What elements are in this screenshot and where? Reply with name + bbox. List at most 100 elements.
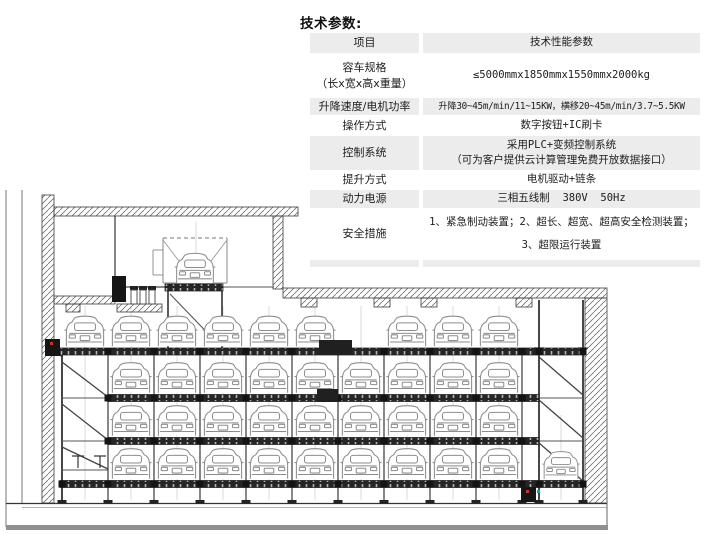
table-text: 升降30~45m/min/11~15KW，横移20~45m/min/3.7~5.… bbox=[438, 100, 685, 112]
table-label-cell: 控制系统 bbox=[310, 136, 419, 170]
equipment-block bbox=[112, 276, 126, 302]
track-joint bbox=[380, 348, 388, 355]
table-row: 操作方式 数字按钮+IC刷卡 bbox=[310, 117, 704, 134]
table-row: 升降速度/电机功率 升降30~45m/min/11~15KW，横移20~45m/m… bbox=[310, 98, 704, 115]
concrete-wall bbox=[373, 297, 391, 308]
parked-car bbox=[156, 362, 198, 394]
track-joint bbox=[426, 348, 434, 355]
track-joint bbox=[518, 348, 526, 355]
column-base-plate bbox=[287, 500, 297, 504]
parked-car bbox=[340, 448, 382, 480]
table-value-cell: ≤5000mmx1850mmx1550mmx2000kg bbox=[423, 55, 700, 96]
lift-cylinder bbox=[139, 289, 147, 305]
equipment-block bbox=[537, 490, 540, 493]
table-value-cell bbox=[423, 260, 700, 267]
equipment-layer bbox=[6, 276, 608, 530]
spec-table: 项目技术性能参数容车规格（长x宽x高x重量）≤5000mmx1850mmx155… bbox=[310, 33, 704, 269]
track-joint bbox=[518, 437, 526, 445]
parked-car bbox=[340, 362, 382, 394]
parked-car bbox=[478, 405, 520, 437]
table-value-cell: 1、紧急制动装置；2、超长、超宽、超高安全检测装置；3、超限运行装置 bbox=[423, 210, 700, 258]
track-joint bbox=[150, 437, 158, 445]
parked-car bbox=[156, 315, 198, 347]
track-joint bbox=[579, 348, 587, 355]
equipment-block bbox=[319, 340, 352, 355]
table-row: 安全措施 1、紧急制动装置；2、超长、超宽、超高安全检测装置；3、超限运行装置 bbox=[310, 210, 704, 258]
track-joint bbox=[426, 480, 434, 488]
table-value-cell: 数字按钮+IC刷卡 bbox=[423, 117, 700, 134]
table-text: 项目 bbox=[353, 36, 376, 50]
track-joint bbox=[380, 480, 388, 488]
track-joint bbox=[334, 480, 342, 488]
parked-car bbox=[110, 315, 152, 347]
track-joint bbox=[472, 348, 480, 355]
table-text: ≤5000mmx1850mmx1550mmx2000kg bbox=[472, 68, 650, 81]
track-joint bbox=[579, 480, 587, 488]
table-text: 采用PLC+变频控制系统 bbox=[506, 138, 617, 151]
track-joint bbox=[380, 437, 388, 445]
column-base-plate bbox=[578, 500, 588, 504]
track-joint bbox=[426, 394, 434, 402]
table-row: 项目 技术性能参数 bbox=[310, 33, 704, 53]
column-base-plate bbox=[333, 500, 343, 504]
track-joint bbox=[196, 437, 204, 445]
parked-car bbox=[432, 315, 474, 347]
table-row: 动力电源三相五线制 380V 50Hz bbox=[310, 190, 704, 208]
table-label-cell: 安全措施 bbox=[310, 210, 419, 258]
track-joint bbox=[58, 480, 66, 488]
concrete-wall bbox=[53, 295, 116, 305]
table-label-cell: 操作方式 bbox=[310, 117, 419, 134]
table-label-cell: 提升方式 bbox=[310, 172, 419, 188]
track-joint bbox=[288, 394, 296, 402]
structure-line bbox=[61, 403, 109, 441]
table-value-cell: 三相五线制 380V 50Hz bbox=[423, 190, 700, 208]
parked-car bbox=[248, 362, 290, 394]
equipment-block bbox=[6, 525, 608, 530]
column-base-plate bbox=[103, 500, 113, 504]
table-value-cell: 电机驱动+链条 bbox=[423, 172, 700, 188]
parked-car bbox=[156, 448, 198, 480]
table-row: 控制系统采用PLC+变频控制系统（可为客户提供云计算管理免费开放数据接口） bbox=[310, 136, 704, 170]
table-text: 数字按钮+IC刷卡 bbox=[520, 118, 603, 131]
table-text: （长x宽x高x重量） bbox=[316, 76, 413, 90]
equipment-block bbox=[526, 490, 529, 493]
table-text: 技术性能参数 bbox=[530, 36, 593, 49]
table-row bbox=[310, 260, 704, 267]
equipment-block bbox=[130, 286, 138, 290]
parked-car bbox=[432, 448, 474, 480]
track-joint bbox=[472, 480, 480, 488]
parked-car bbox=[248, 405, 290, 437]
equipment-block bbox=[45, 339, 60, 356]
table-label-cell: 项目 bbox=[310, 33, 419, 53]
track-joint bbox=[104, 394, 112, 402]
parked-car bbox=[202, 315, 244, 347]
track-joint bbox=[150, 348, 158, 355]
table-text: 安全措施 bbox=[342, 227, 387, 241]
track-joint bbox=[150, 394, 158, 402]
parked-car bbox=[248, 448, 290, 480]
pallet-track bbox=[59, 480, 584, 488]
column-base-plate bbox=[241, 500, 251, 504]
table-label-cell: 升降速度/电机功率 bbox=[310, 98, 419, 115]
pallet-track bbox=[164, 283, 224, 292]
equipment-block bbox=[521, 487, 536, 502]
track-joint bbox=[288, 480, 296, 488]
column-base-plate bbox=[57, 500, 67, 504]
table-label-cell: 动力电源 bbox=[310, 190, 419, 208]
track-joint bbox=[472, 394, 480, 402]
column-base-plate bbox=[379, 500, 389, 504]
parked-car bbox=[478, 362, 520, 394]
concrete-wall bbox=[515, 297, 533, 308]
structure-line bbox=[538, 399, 584, 439]
lift-cylinder bbox=[148, 289, 156, 305]
parked-car bbox=[248, 315, 290, 347]
concrete-wall bbox=[420, 297, 438, 308]
parked-car bbox=[202, 362, 244, 394]
table-row: 提升方式电机驱动+链条 bbox=[310, 172, 704, 188]
parked-car bbox=[386, 405, 428, 437]
parked-car bbox=[386, 315, 428, 347]
table-value-cell: 技术性能参数 bbox=[423, 33, 700, 53]
equipment-block bbox=[50, 342, 53, 345]
